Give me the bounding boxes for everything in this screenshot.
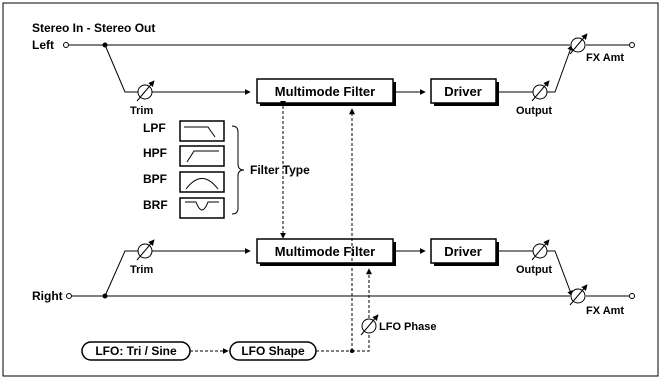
- lfo-source: LFO: Tri / Sine: [81, 341, 191, 361]
- fx-amt-upper-label: FX Amt: [586, 52, 624, 64]
- output-lower-knob: [531, 239, 550, 261]
- left-input-terminal: [63, 42, 69, 48]
- lpf-curve: [184, 126, 216, 138]
- left-wet-line: [104, 44, 251, 95]
- trim-upper-label: Trim: [130, 105, 153, 117]
- filter-type-bpf-label: BPF: [143, 172, 167, 186]
- diagram-title: Stereo In - Stereo Out: [32, 21, 155, 35]
- output-upper-knob: [531, 80, 550, 102]
- bpf-icon: [179, 171, 225, 193]
- lfo-phase-label: LFO Phase: [379, 321, 436, 333]
- filter-type-brf-label: BRF: [143, 198, 168, 212]
- right-output-terminal: [629, 293, 635, 299]
- brf-curve: [185, 201, 219, 211]
- bpf-curve: [185, 178, 219, 190]
- trim-lower-knob: [136, 239, 155, 261]
- hpf-icon: [179, 145, 225, 167]
- trim-lower-label: Trim: [130, 264, 153, 276]
- fx-amt-lower-knob: [569, 284, 588, 306]
- filter-type-brace: [231, 125, 245, 215]
- brf-icon: [179, 197, 225, 219]
- hpf-curve: [186, 150, 219, 163]
- right-input-label: Right: [32, 289, 63, 303]
- lfo-shape: LFO Shape: [229, 341, 317, 361]
- multimode-filter-lower: Multimode Filter: [256, 238, 396, 266]
- multimode-filter-upper: Multimode Filter: [256, 78, 396, 106]
- trim-upper-knob: [136, 80, 155, 102]
- svg-text:LFO: Tri / Sine: LFO: Tri / Sine: [95, 344, 177, 358]
- svg-text:Driver: Driver: [444, 84, 482, 99]
- driver-upper: Driver: [430, 78, 499, 106]
- lpf-icon: [179, 120, 225, 142]
- output-upper-label: Output: [516, 105, 552, 117]
- filter-type-hpf-label: HPF: [143, 146, 167, 160]
- fx-amt-lower-label: FX Amt: [586, 305, 624, 317]
- output-lower-label: Output: [516, 264, 552, 276]
- left-input-label: Left: [32, 38, 54, 52]
- svg-text:Multimode Filter: Multimode Filter: [275, 84, 375, 99]
- filter-type-label: Filter Type: [250, 163, 310, 177]
- left-output-terminal: [629, 42, 635, 48]
- lfo-to-lower-filter: [352, 268, 372, 352]
- lfo-phase-knob: [360, 314, 379, 336]
- filter-type-lpf-label: LPF: [143, 121, 166, 135]
- svg-text:Driver: Driver: [444, 244, 482, 259]
- svg-text:LFO Shape: LFO Shape: [241, 344, 305, 358]
- fx-amt-upper-knob: [569, 33, 588, 55]
- driver-lower: Driver: [430, 238, 499, 266]
- svg-text:Multimode Filter: Multimode Filter: [275, 244, 375, 259]
- right-wet-line: [104, 248, 251, 297]
- right-input-terminal: [66, 293, 72, 299]
